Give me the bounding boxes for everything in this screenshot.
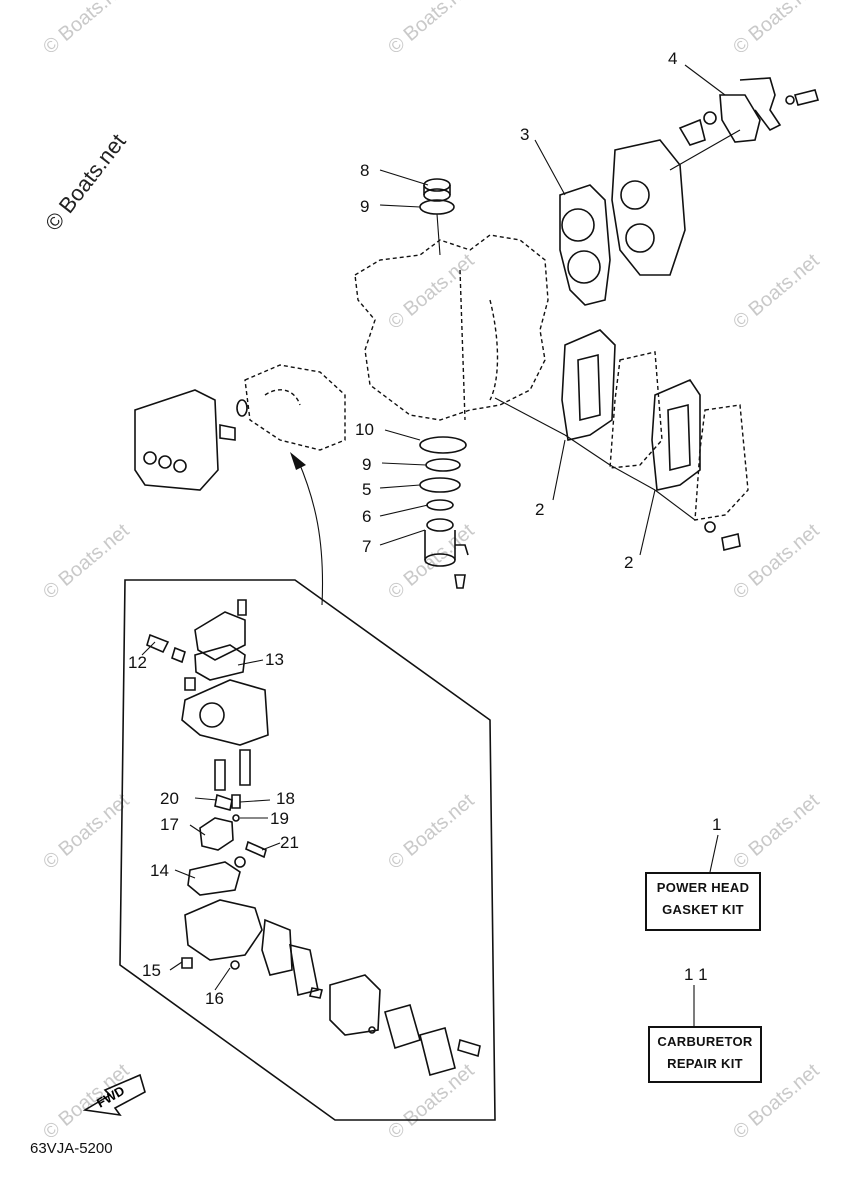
callout-18: 18 <box>276 789 295 808</box>
watermark: © Boats.net <box>384 519 479 603</box>
assembly-arrow <box>297 459 324 606</box>
callout-13: 13 <box>265 650 284 669</box>
callout-10: 10 <box>355 420 374 439</box>
watermark: © Boats.net <box>39 1059 134 1143</box>
callout-21: 21 <box>280 833 299 852</box>
carb-detail-frame <box>119 579 496 1121</box>
callout-20: 20 <box>160 789 179 808</box>
power-head-gasket-kit-box: POWER HEAD GASKET KIT <box>645 872 761 931</box>
watermark: © Boats.net <box>729 519 824 603</box>
gasket-3 <box>559 184 611 306</box>
watermark: © Boats.net <box>384 0 479 59</box>
watermark: © Boats.net <box>384 249 479 333</box>
watermark: © Boats.net <box>39 519 134 603</box>
callout-2-upper: 2 <box>535 500 544 519</box>
callout-9-top: 9 <box>360 197 369 216</box>
watermark: © Boats.net <box>384 789 479 873</box>
callout-5: 5 <box>362 480 371 499</box>
watermark: © Boats.net <box>384 1059 479 1143</box>
watermark: © Boats.net <box>39 789 134 873</box>
kit1-line2: GASKET KIT <box>662 902 744 917</box>
callout-7: 7 <box>362 537 371 556</box>
callout-19: 19 <box>270 809 289 828</box>
callout-17: 17 <box>160 815 179 834</box>
callout-9-bottom: 9 <box>362 455 371 474</box>
kit1-leader <box>709 834 719 873</box>
cover-plate <box>611 139 686 276</box>
kit11-line1: CARBURETOR <box>657 1034 753 1049</box>
watermark: © Boats.net <box>729 249 824 333</box>
callout-6: 6 <box>362 507 371 526</box>
callout-1: 1 <box>712 815 721 834</box>
watermark: © Boats.net <box>729 789 824 873</box>
kit1-line1: POWER HEAD <box>656 880 750 895</box>
power-head-block <box>354 234 549 421</box>
callout-11: 1 1 <box>684 965 708 984</box>
diagram-code: 63VJA-5200 <box>30 1140 113 1157</box>
carburetor-repair-kit-box: CARBURETOR REPAIR KIT <box>648 1026 762 1083</box>
callout-2-lower: 2 <box>624 553 633 572</box>
air-silencer <box>134 364 346 491</box>
watermark: © Boats.net <box>39 0 134 59</box>
callout-4: 4 <box>668 49 677 68</box>
kit11-line2: REPAIR KIT <box>667 1056 743 1071</box>
thermostat-assembly <box>669 77 820 171</box>
watermark: © Boats.net <box>729 0 824 59</box>
callout-labels: 8 9 3 4 10 9 5 6 7 2 2 12 13 20 18 17 19… <box>128 49 721 1008</box>
callout-15: 15 <box>142 961 161 980</box>
callout-3: 3 <box>520 125 529 144</box>
seal-8-9 <box>419 178 455 256</box>
callout-8: 8 <box>360 161 369 180</box>
callout-12: 12 <box>128 653 147 672</box>
carburetor-parts <box>146 599 481 1076</box>
callout-16: 16 <box>205 989 224 1008</box>
arrow-head <box>290 452 306 470</box>
reed-gaskets <box>494 329 749 551</box>
callout-leaders <box>141 64 726 991</box>
callout-14: 14 <box>150 861 169 880</box>
